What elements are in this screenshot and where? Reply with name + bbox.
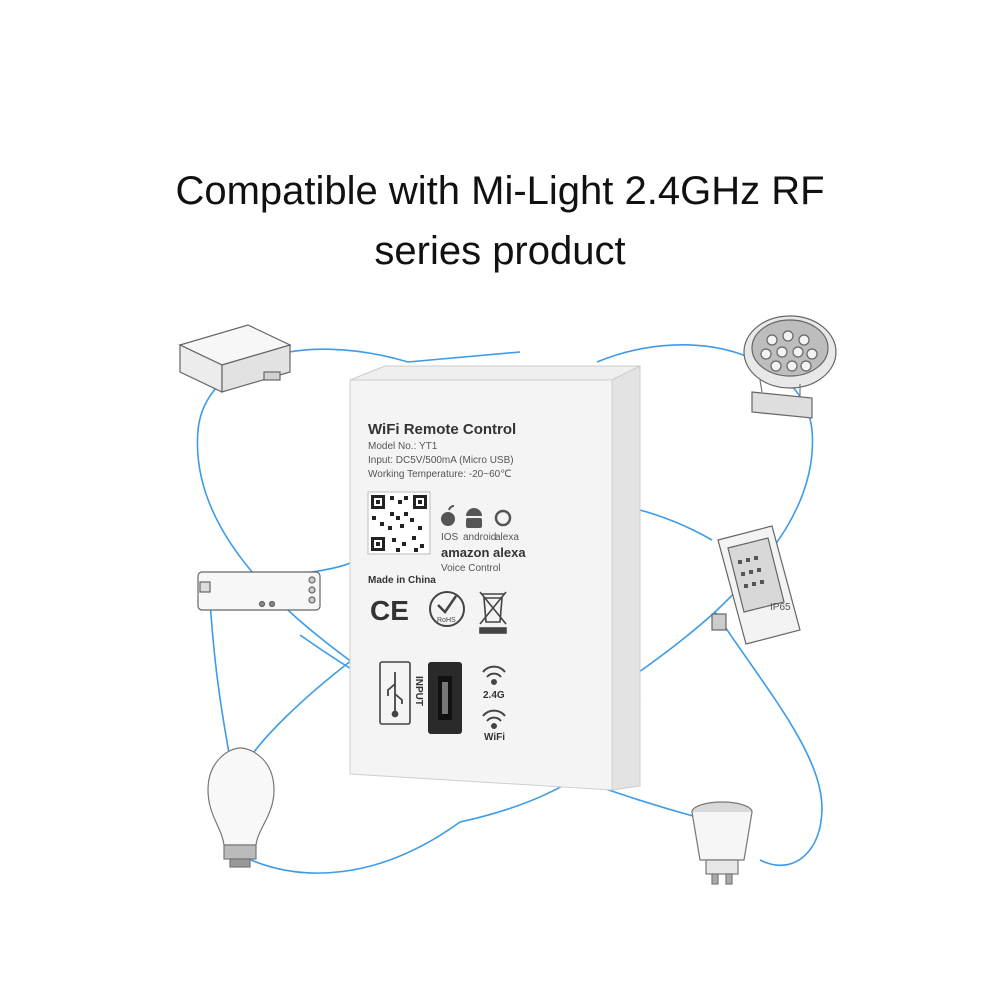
device-top-face: [349, 365, 641, 381]
ce-mark: CE: [370, 595, 409, 626]
rohs-badge: RoHS: [429, 591, 465, 627]
headline-line-1: Compatible with Mi-Light 2.4GHz RF: [175, 169, 825, 213]
voice-control-label: Voice Control: [441, 563, 500, 574]
band-2-4g-label: 2.4G: [483, 690, 505, 701]
connection-line-top-left: [407, 351, 521, 363]
wifi-remote-control-device: WiFi Remote Control Model No.: YT1 Input…: [349, 365, 641, 791]
band-2-4g-icon: [482, 665, 506, 685]
qr-code: [367, 491, 431, 555]
headline-line-2: series product: [374, 229, 626, 273]
connection-line-left-side: [209, 599, 233, 771]
flood-light-rating: IP65: [770, 602, 791, 613]
connection-line-bottom-left: [239, 821, 461, 874]
connection-line-to-bulb: [244, 659, 353, 766]
wifi-label: WiFi: [484, 732, 505, 743]
garden-spotlight: [743, 315, 837, 419]
alexa-icon: [494, 509, 512, 527]
controller-box: [178, 324, 292, 393]
connection-line-bottom-right: [714, 611, 823, 866]
usb-icon: [387, 672, 403, 718]
usb-port-area: INPUT: [379, 661, 462, 734]
platform-android-label: android: [463, 532, 496, 543]
device-title: WiFi Remote Control: [368, 421, 516, 438]
device-side-face: [611, 365, 641, 791]
device-front-face: [349, 379, 613, 791]
apple-icon: [441, 505, 455, 526]
wifi-icon: [482, 709, 506, 729]
amazon-alexa-logo: amazon alexa: [441, 545, 526, 560]
platform-alexa-label: alexa: [495, 532, 519, 543]
rohs-label: RoHS: [437, 617, 456, 624]
device-temperature: Working Temperature: -20~60℃: [368, 469, 511, 480]
receiver-module: [197, 571, 321, 611]
gu10-spotlight: [691, 801, 753, 885]
platform-ios-label: IOS: [441, 532, 459, 543]
flood-light: IP65: [711, 525, 801, 645]
led-bulb: [207, 747, 275, 868]
weee-bin-icon: [479, 591, 507, 634]
input-port-label: INPUT: [413, 676, 424, 706]
device-input-spec: Input: DC5V/500mA (Micro USB): [368, 455, 514, 466]
made-in-label: Made in China: [368, 575, 436, 586]
device-model: Model No.: YT1: [368, 441, 438, 452]
android-icon: [466, 508, 482, 528]
